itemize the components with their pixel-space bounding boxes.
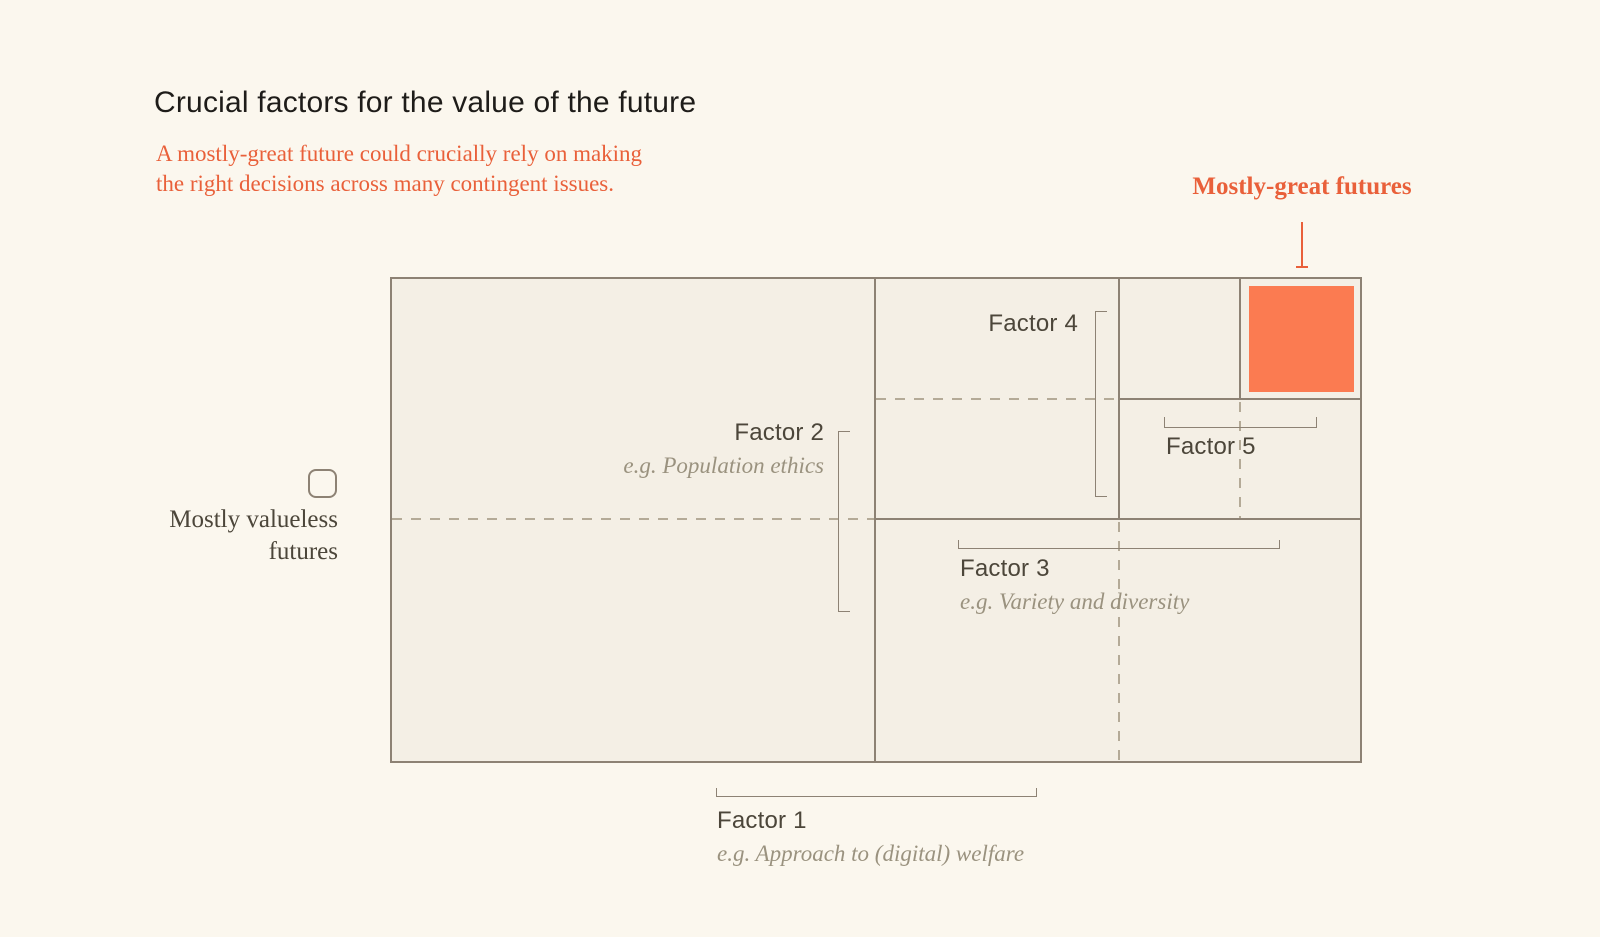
factor-1-bracket <box>716 788 1037 797</box>
factor-3-label-group: Factor 3 e.g. Variety and diversity <box>960 554 1189 615</box>
divider-h-factor4-dashed <box>876 398 1118 400</box>
factor-2-label: Factor 2 <box>734 419 824 446</box>
factor-5-label-group: Factor 5 <box>1166 432 1256 461</box>
pointer-line <box>1301 222 1303 267</box>
divider-h-factor2-dashed <box>392 518 874 520</box>
valueless-futures-marker <box>308 469 337 498</box>
factor-4-bracket <box>1095 311 1107 497</box>
factor-3-bracket <box>958 540 1280 549</box>
factor-1-label: Factor 1 <box>717 807 807 834</box>
divider-v-factor1 <box>874 277 876 763</box>
factor-4-label: Factor 4 <box>988 310 1078 337</box>
futures-space-rect <box>390 277 1362 763</box>
factor-3-label: Factor 3 <box>960 555 1050 582</box>
pointer-foot <box>1296 266 1308 268</box>
divider-v-factor3-dashed <box>1118 522 1120 762</box>
factor-5-label: Factor 5 <box>1166 433 1256 460</box>
great-futures-marker <box>1249 286 1354 392</box>
factor-1-label-group: Factor 1 e.g. Approach to (digital) welf… <box>717 806 1024 867</box>
divider-v-factor5-solid <box>1239 277 1241 400</box>
factor-5-bracket <box>1164 417 1317 428</box>
factor-2-bracket <box>838 431 850 612</box>
divider-v-factor5-dashed <box>1239 402 1241 518</box>
factor-1-example: e.g. Approach to (digital) welfare <box>717 841 1025 866</box>
factor-2-example: e.g. Population ethics <box>623 453 824 478</box>
page-title: Crucial factors for the value of the fut… <box>154 86 697 119</box>
mostly-valueless-futures-label: Mostly valueless futures <box>169 506 338 565</box>
factor-2-label-group: Factor 2 e.g. Population ethics <box>623 418 824 479</box>
divider-h-factor4-solid <box>1118 398 1362 400</box>
factor-3-example: e.g. Variety and diversity <box>960 589 1190 614</box>
mostly-great-futures-label: Mostly-great futures <box>1192 173 1412 200</box>
divider-h-factor2-solid <box>874 518 1362 520</box>
page-subtitle: A mostly-great future could crucially re… <box>156 141 643 196</box>
factor-4-label-group: Factor 4 <box>988 309 1078 338</box>
